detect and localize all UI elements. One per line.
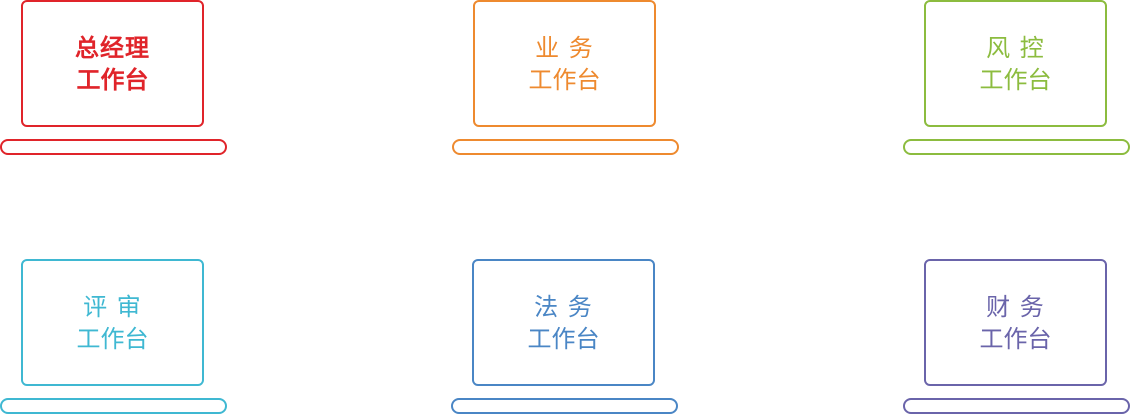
workbench-subtitle: 工作台 bbox=[979, 324, 1052, 353]
workbench-title: 法 务 bbox=[534, 292, 593, 321]
laptop-base bbox=[452, 139, 679, 155]
laptop-base bbox=[903, 398, 1130, 414]
laptop-risk-control-workbench[interactable]: 风 控 工作台 bbox=[903, 0, 1131, 158]
laptop-screen[interactable]: 风 控 工作台 bbox=[924, 0, 1107, 127]
workbench-subtitle: 工作台 bbox=[76, 65, 149, 94]
workbench-subtitle: 工作台 bbox=[528, 65, 601, 94]
laptop-review-workbench[interactable]: 评 审 工作台 bbox=[0, 259, 228, 415]
workbench-title: 财 务 bbox=[986, 292, 1045, 321]
workbench-subtitle: 工作台 bbox=[979, 65, 1052, 94]
laptop-base bbox=[0, 398, 227, 414]
workbench-title: 业 务 bbox=[535, 33, 594, 62]
laptop-base bbox=[0, 139, 227, 155]
workbench-subtitle: 工作台 bbox=[76, 324, 149, 353]
laptop-base bbox=[903, 139, 1130, 155]
laptop-general-manager-workbench[interactable]: 总经理 工作台 bbox=[0, 0, 228, 158]
laptop-screen[interactable]: 评 审 工作台 bbox=[21, 259, 204, 386]
laptop-screen[interactable]: 法 务 工作台 bbox=[472, 259, 655, 386]
workbench-title: 评 审 bbox=[83, 292, 142, 321]
laptop-screen[interactable]: 业 务 工作台 bbox=[473, 0, 656, 127]
laptop-finance-workbench[interactable]: 财 务 工作台 bbox=[903, 259, 1131, 415]
laptop-screen[interactable]: 财 务 工作台 bbox=[924, 259, 1107, 386]
laptop-legal-workbench[interactable]: 法 务 工作台 bbox=[451, 259, 679, 415]
laptop-business-workbench[interactable]: 业 务 工作台 bbox=[452, 0, 680, 158]
workbench-title: 风 控 bbox=[986, 33, 1045, 62]
workbench-subtitle: 工作台 bbox=[527, 324, 600, 353]
laptop-base bbox=[451, 398, 678, 414]
workbench-title: 总经理 bbox=[75, 33, 150, 62]
laptop-screen[interactable]: 总经理 工作台 bbox=[21, 0, 204, 127]
